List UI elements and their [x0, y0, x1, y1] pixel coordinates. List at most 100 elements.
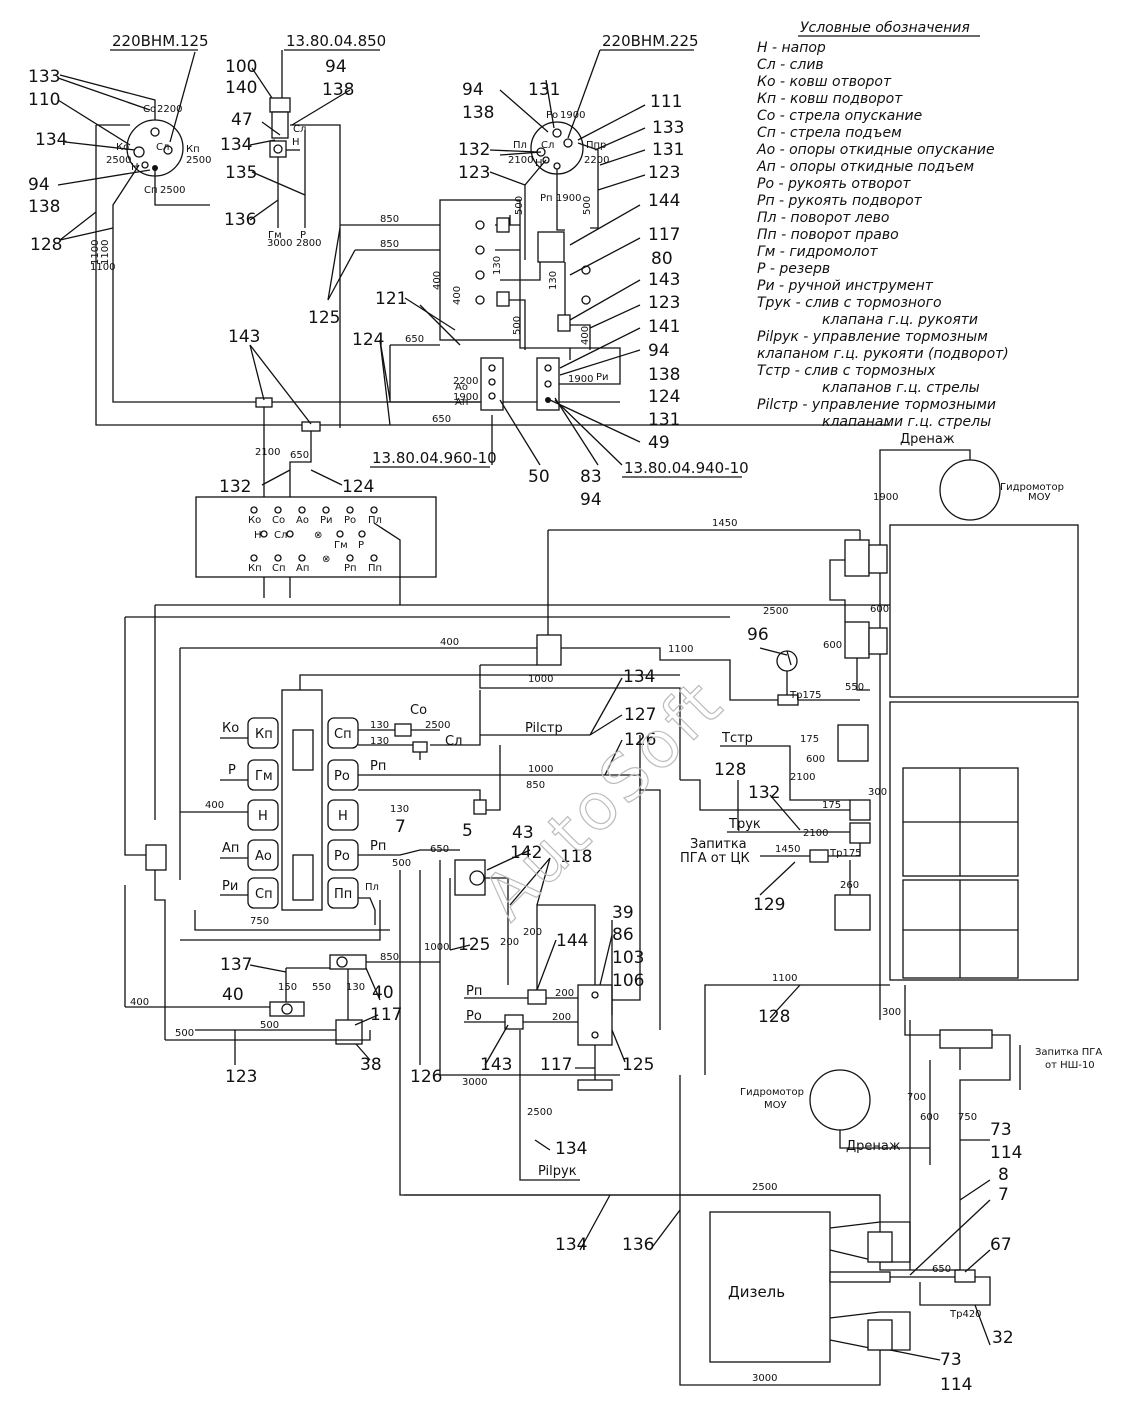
legend-item: Ро - рукоять отворот — [757, 176, 911, 192]
legend-item: клапана г.ц. рукояти — [822, 312, 978, 328]
legend-item: Ко - ковш отворот — [757, 74, 892, 90]
svg-text:124: 124 — [648, 387, 680, 407]
valve-134 — [536, 634, 562, 666]
svg-text:850: 850 — [380, 239, 399, 250]
svg-text:114: 114 — [990, 1143, 1022, 1163]
svg-text:1100: 1100 — [668, 644, 693, 655]
svg-text:136: 136 — [224, 210, 256, 230]
svg-text:Н: Н — [292, 137, 300, 148]
svg-text:Pilрук: Pilрук — [538, 1164, 577, 1179]
svg-text:650: 650 — [405, 334, 424, 345]
svg-text:133: 133 — [652, 118, 684, 138]
svg-text:1100: 1100 — [100, 240, 111, 265]
svg-text:200: 200 — [552, 1012, 571, 1023]
svg-text:Pilстр: Pilстр — [525, 721, 563, 736]
pump-73a — [867, 1231, 893, 1263]
svg-text:Пл: Пл — [513, 140, 527, 151]
svg-text:7: 7 — [998, 1185, 1009, 1205]
svg-text:Кп: Кп — [248, 563, 262, 574]
svg-text:130: 130 — [492, 256, 503, 275]
svg-text:143: 143 — [480, 1055, 512, 1075]
svg-text:Сп: Сп — [144, 185, 158, 196]
svg-text:600: 600 — [823, 640, 842, 651]
svg-text:850: 850 — [526, 780, 545, 791]
legend-item: Тстр - слив с тормозных — [757, 363, 936, 379]
svg-text:132: 132 — [219, 477, 251, 497]
svg-text:94: 94 — [648, 341, 670, 361]
svg-text:Рп: Рп — [370, 759, 386, 774]
valve-129 — [834, 894, 871, 931]
svg-text:Кп: Кп — [255, 727, 273, 742]
svg-text:Ппр: Ппр — [586, 140, 606, 151]
svg-text:138: 138 — [28, 197, 60, 217]
legend: Условные обозначения Н - напор Сл - слив… — [756, 20, 1009, 430]
svg-text:123: 123 — [225, 1067, 257, 1087]
svg-text:550: 550 — [845, 682, 864, 693]
svg-text:2800: 2800 — [296, 238, 321, 249]
svg-text:Тр175: Тр175 — [789, 690, 822, 701]
svg-text:2200: 2200 — [453, 376, 478, 387]
svg-text:50: 50 — [528, 467, 550, 487]
svg-text:134: 134 — [555, 1139, 587, 1159]
svg-text:Рп: Рп — [540, 193, 553, 204]
svg-text:Н: Н — [338, 809, 348, 824]
svg-text:3000: 3000 — [752, 1373, 777, 1384]
svg-text:Ао: Ао — [455, 382, 468, 393]
svg-text:175: 175 — [800, 734, 819, 745]
svg-text:Сл: Сл — [274, 530, 287, 541]
svg-text:1100: 1100 — [772, 973, 797, 984]
svg-text:500: 500 — [582, 196, 593, 215]
svg-text:131: 131 — [652, 140, 684, 160]
diesel-engine — [709, 1211, 831, 1363]
svg-text:Ко: Ко — [248, 515, 261, 526]
legend-title: Условные обозначения — [800, 20, 970, 36]
watermark: AutoSoft — [469, 665, 738, 934]
svg-text:МОУ: МОУ — [764, 1100, 787, 1111]
svg-text:128: 128 — [758, 1007, 790, 1027]
header-220vnm125: 220ВНМ.125 — [112, 32, 209, 50]
svg-text:73: 73 — [990, 1120, 1012, 1140]
svg-text:Запитка: Запитка — [690, 837, 747, 852]
svg-text:135: 135 — [225, 163, 257, 183]
svg-text:123: 123 — [458, 163, 490, 183]
svg-text:32: 32 — [992, 1328, 1014, 1348]
svg-text:Рп: Рп — [466, 984, 482, 999]
svg-text:83: 83 — [580, 467, 602, 487]
pump-73b — [867, 1319, 893, 1351]
svg-text:Сп: Сп — [272, 563, 286, 574]
svg-text:134: 134 — [623, 667, 655, 687]
svg-text:Н: Н — [254, 530, 262, 541]
svg-text:1000: 1000 — [528, 674, 553, 685]
svg-text:500: 500 — [512, 316, 523, 335]
svg-text:Р: Р — [358, 540, 364, 551]
legend-item: Со - стрела опускание — [757, 108, 922, 124]
svg-text:130: 130 — [346, 982, 365, 993]
svg-text:от НШ-10: от НШ-10 — [1045, 1060, 1095, 1071]
svg-text:Ао: Ао — [255, 849, 272, 864]
svg-text:850: 850 — [380, 952, 399, 963]
svg-text:5: 5 — [462, 821, 473, 841]
legend-item: Пл - поворот лево — [757, 210, 889, 226]
svg-text:130: 130 — [390, 804, 409, 815]
svg-text:126: 126 — [624, 730, 656, 750]
svg-text:1100: 1100 — [90, 240, 101, 265]
svg-text:Тр420: Тр420 — [949, 1309, 982, 1320]
svg-text:Ап: Ап — [222, 841, 239, 856]
svg-text:Н: Н — [535, 158, 543, 169]
svg-text:Сл: Сл — [541, 140, 554, 151]
motor-bottom — [809, 1069, 871, 1131]
legend-item: клапаном г.ц. рукояти (подворот) — [757, 346, 1009, 362]
svg-text:2200: 2200 — [157, 104, 182, 115]
svg-text:⊗: ⊗ — [314, 530, 322, 541]
svg-text:Гидромотор: Гидромотор — [740, 1087, 804, 1098]
svg-text:650: 650 — [432, 414, 451, 425]
svg-text:96: 96 — [747, 625, 769, 645]
svg-text:Пп: Пп — [368, 563, 382, 574]
svg-text:100: 100 — [225, 57, 257, 77]
svg-text:67: 67 — [990, 1235, 1012, 1255]
legend-item: Сл - слив — [757, 57, 824, 73]
svg-text:Со: Со — [272, 515, 285, 526]
svg-text:Ри: Ри — [222, 879, 238, 894]
svg-text:40: 40 — [372, 983, 394, 1003]
